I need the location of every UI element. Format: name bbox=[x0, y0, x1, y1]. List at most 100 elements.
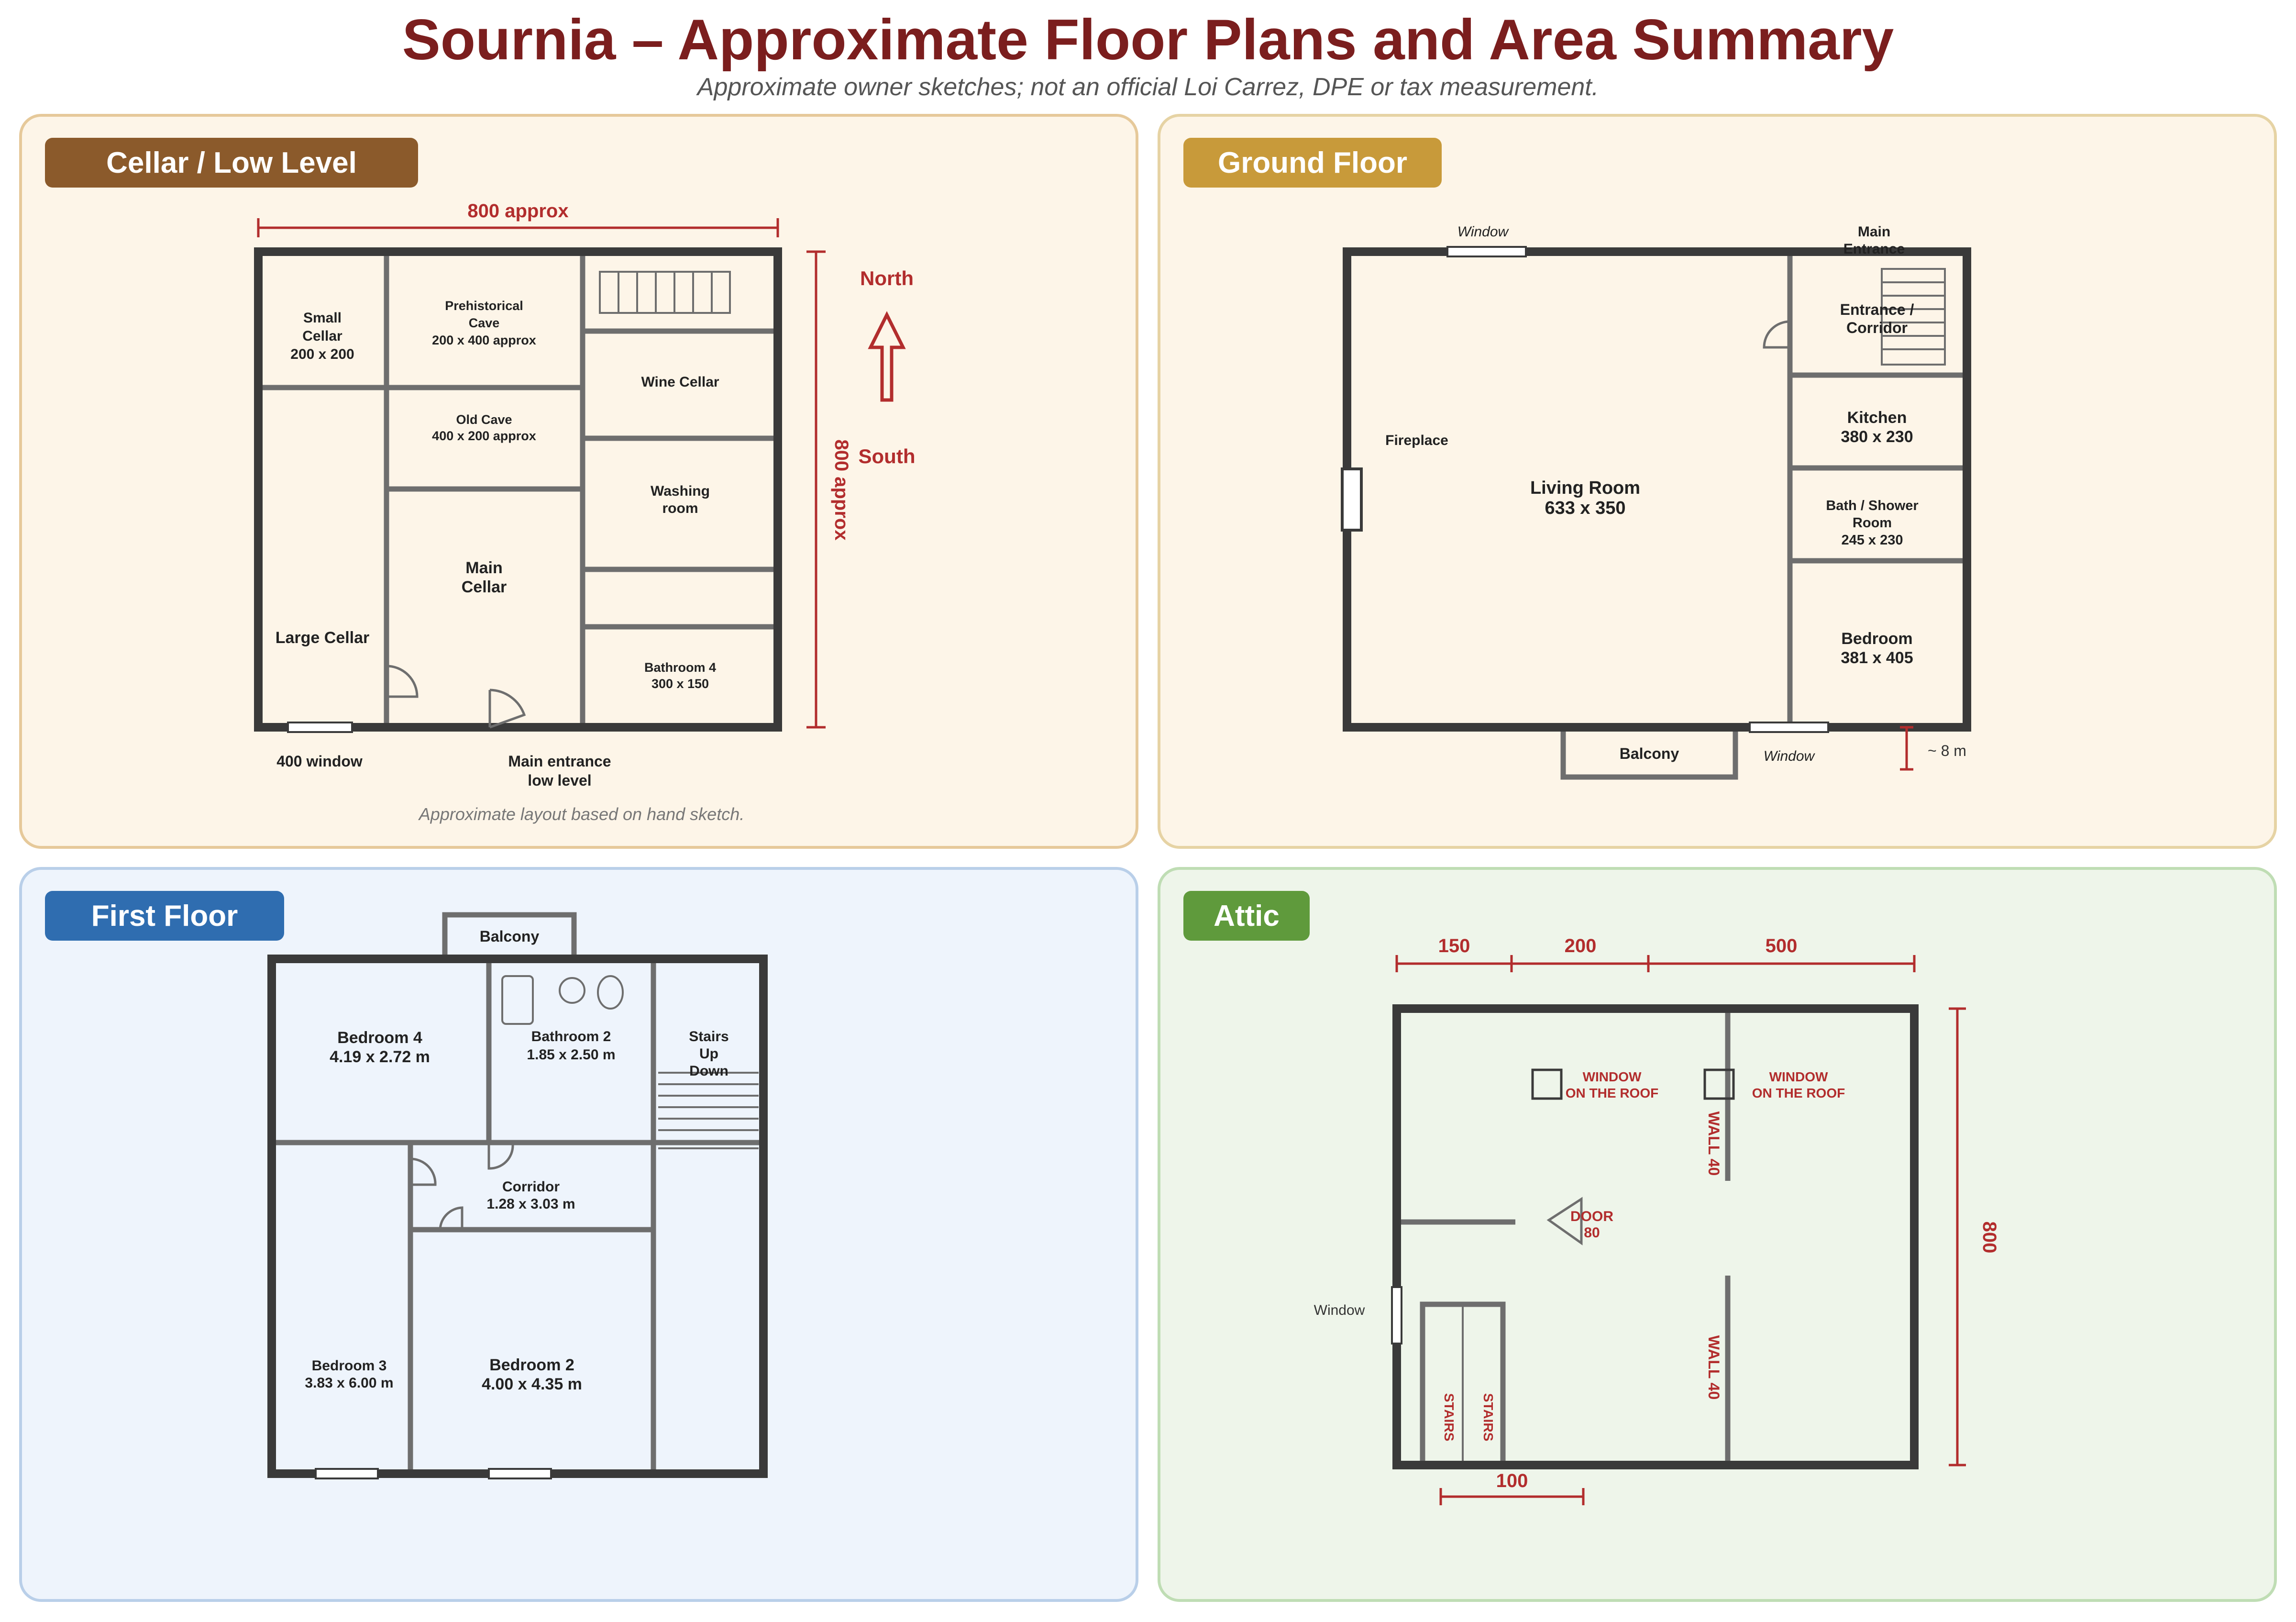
room-bath-dim: 245 x 230 bbox=[1841, 533, 1903, 548]
room-entrance-corridor-2: Corridor bbox=[1846, 319, 1908, 336]
attic-dim-top bbox=[1395, 955, 1916, 972]
first-stairs bbox=[658, 1072, 759, 1149]
room-living: Living Room bbox=[1530, 478, 1640, 498]
attic-window-label: Window bbox=[1314, 1302, 1365, 1318]
room-bedroom4: Bedroom 4 bbox=[337, 1029, 422, 1047]
ground-door bbox=[1763, 320, 1790, 349]
room-kitchen-dim: 380 x 230 bbox=[1841, 428, 1913, 446]
first-window-1 bbox=[315, 1468, 379, 1479]
ground-window-top bbox=[1446, 246, 1527, 257]
cellar-door-large bbox=[386, 665, 419, 698]
attic-window bbox=[1391, 1286, 1402, 1344]
attic-wall40-lower: WALL 40 bbox=[1705, 1335, 1722, 1400]
room-small-cellar: Small bbox=[303, 310, 342, 326]
ground-window-bottom bbox=[1749, 722, 1829, 733]
fireplace-label: Fireplace bbox=[1385, 433, 1448, 448]
south-label: South bbox=[859, 445, 916, 467]
cellar-door-main bbox=[488, 689, 526, 729]
roof-window-2-label-2: ON THE ROOF bbox=[1752, 1086, 1845, 1100]
room-bath: Bath / Shower bbox=[1826, 498, 1918, 513]
page-title: Sournia – Approximate Floor Plans and Ar… bbox=[402, 8, 1894, 72]
ground-stairs bbox=[1881, 268, 1946, 366]
ground-badge: Ground Floor bbox=[1183, 138, 1442, 188]
cellar-stair-rack bbox=[599, 271, 731, 314]
cellar-dim-top bbox=[257, 218, 779, 237]
room-kitchen: Kitchen bbox=[1847, 409, 1907, 427]
first-window-2 bbox=[488, 1468, 552, 1479]
main-entrance-label: Main bbox=[1858, 224, 1890, 240]
ground-panel: Ground Floor Balcony bbox=[1158, 114, 2277, 849]
room-living-dim: 633 x 350 bbox=[1545, 498, 1625, 518]
first-door-bed3 bbox=[410, 1157, 437, 1186]
attic-dim-bottom bbox=[1439, 1488, 1585, 1505]
first-balcony bbox=[442, 912, 577, 959]
cellar-panel: Cellar / Low Level 800 approx 800 approx… bbox=[19, 114, 1138, 849]
room-old-cave: Old Cave bbox=[456, 412, 512, 427]
first-stairs-label-2: Up bbox=[699, 1046, 718, 1062]
first-stairs-label-3: Down bbox=[689, 1063, 729, 1079]
room-prehistorical: Prehistorical bbox=[445, 299, 523, 313]
north-label: North bbox=[860, 267, 914, 289]
attic-door-icon bbox=[1546, 1197, 1583, 1245]
cellar-entrance-label-2: low level bbox=[528, 772, 591, 789]
room-bedroom2: Bedroom 2 bbox=[489, 1356, 574, 1374]
roof-window-1-label-2: ON THE ROOF bbox=[1566, 1086, 1658, 1100]
attic-wall40-upper: WALL 40 bbox=[1705, 1111, 1722, 1176]
roof-window-1-label: WINDOW bbox=[1583, 1069, 1642, 1084]
attic-door-label-2: 80 bbox=[1584, 1225, 1600, 1241]
cellar-window-label: 400 window bbox=[276, 753, 363, 770]
roof-window-2-icon bbox=[1703, 1068, 1735, 1100]
bathtub-icon bbox=[501, 975, 534, 1025]
toilet-icon bbox=[597, 975, 624, 1010]
room-small-cellar-dim: 200 x 200 bbox=[290, 346, 354, 362]
room-bedroom: Bedroom bbox=[1841, 630, 1912, 648]
first-partitions bbox=[272, 959, 763, 1474]
attic-plan: 150 200 500 800 100 bbox=[1314, 935, 2000, 1505]
cellar-dim-side-label: 800 approx bbox=[831, 439, 852, 540]
attic-dim-500: 500 bbox=[1766, 935, 1798, 956]
ground-window-bottom-label: Window bbox=[1764, 748, 1816, 764]
room-large-cellar: Large Cellar bbox=[276, 629, 370, 647]
ground-window-top-label: Window bbox=[1457, 224, 1510, 240]
ground-height-note: ~ 8 m bbox=[1928, 742, 1966, 759]
first-door-bed2 bbox=[439, 1206, 464, 1230]
room-wine-cellar: Wine Cellar bbox=[641, 374, 719, 390]
room-entrance-corridor: Entrance / bbox=[1840, 301, 1914, 318]
room-corridor-dim: 1.28 x 3.03 m bbox=[486, 1196, 575, 1212]
room-corridor: Corridor bbox=[502, 1179, 560, 1195]
cellar-note: Approximate layout based on hand sketch. bbox=[418, 804, 744, 824]
page-subtitle: Approximate owner sketches; not an offic… bbox=[697, 73, 1599, 101]
attic-dim-bottom-label: 100 bbox=[1496, 1470, 1528, 1491]
room-main-cellar: Main bbox=[465, 559, 502, 577]
cellar-plan: 800 approx 800 approx North South bbox=[254, 200, 916, 824]
ground-balcony bbox=[1560, 723, 1738, 780]
room-prehistorical-dim: 200 x 400 approx bbox=[432, 333, 536, 347]
room-prehistorical-2: Cave bbox=[469, 316, 500, 330]
ground-height-marker bbox=[1900, 726, 1913, 771]
main-entrance-label-2: Entrance bbox=[1843, 241, 1905, 257]
ground-partitions bbox=[1787, 252, 1967, 727]
room-old-cave-dim: 400 x 200 approx bbox=[432, 429, 536, 443]
attic-dim-150: 150 bbox=[1438, 935, 1470, 956]
roof-window-2-label: WINDOW bbox=[1769, 1069, 1828, 1084]
room-main-cellar-2: Cellar bbox=[462, 578, 507, 596]
room-bathroom2: Bathroom 2 bbox=[531, 1029, 611, 1044]
attic-dim-200: 200 bbox=[1565, 935, 1597, 956]
attic-dim-right-label: 800 bbox=[1979, 1222, 2000, 1254]
first-plan: Balcony Be bbox=[267, 912, 768, 1479]
room-bathroom4-dim: 300 x 150 bbox=[651, 677, 709, 691]
first-stairs-label: Stairs bbox=[689, 1029, 729, 1044]
attic-stairs-label-1: STAIRS bbox=[1442, 1393, 1457, 1442]
first-door-bath bbox=[487, 1144, 514, 1170]
attic-dim-right bbox=[1949, 1007, 1966, 1466]
north-arrow-icon bbox=[868, 311, 906, 402]
first-panel: First Floor Balcony bbox=[19, 867, 1138, 1602]
attic-outer-wall bbox=[1392, 1004, 1919, 1469]
cellar-entrance-label: Main entrance bbox=[508, 753, 611, 770]
room-bathroom2-dim: 1.85 x 2.50 m bbox=[527, 1047, 615, 1063]
room-small-cellar-2: Cellar bbox=[302, 328, 342, 344]
ground-plan: Balcony bbox=[1341, 224, 1971, 780]
cellar-dim-side bbox=[806, 250, 826, 729]
room-bedroom2-dim: 4.00 x 4.35 m bbox=[482, 1375, 582, 1393]
fireplace-icon bbox=[1341, 467, 1363, 532]
